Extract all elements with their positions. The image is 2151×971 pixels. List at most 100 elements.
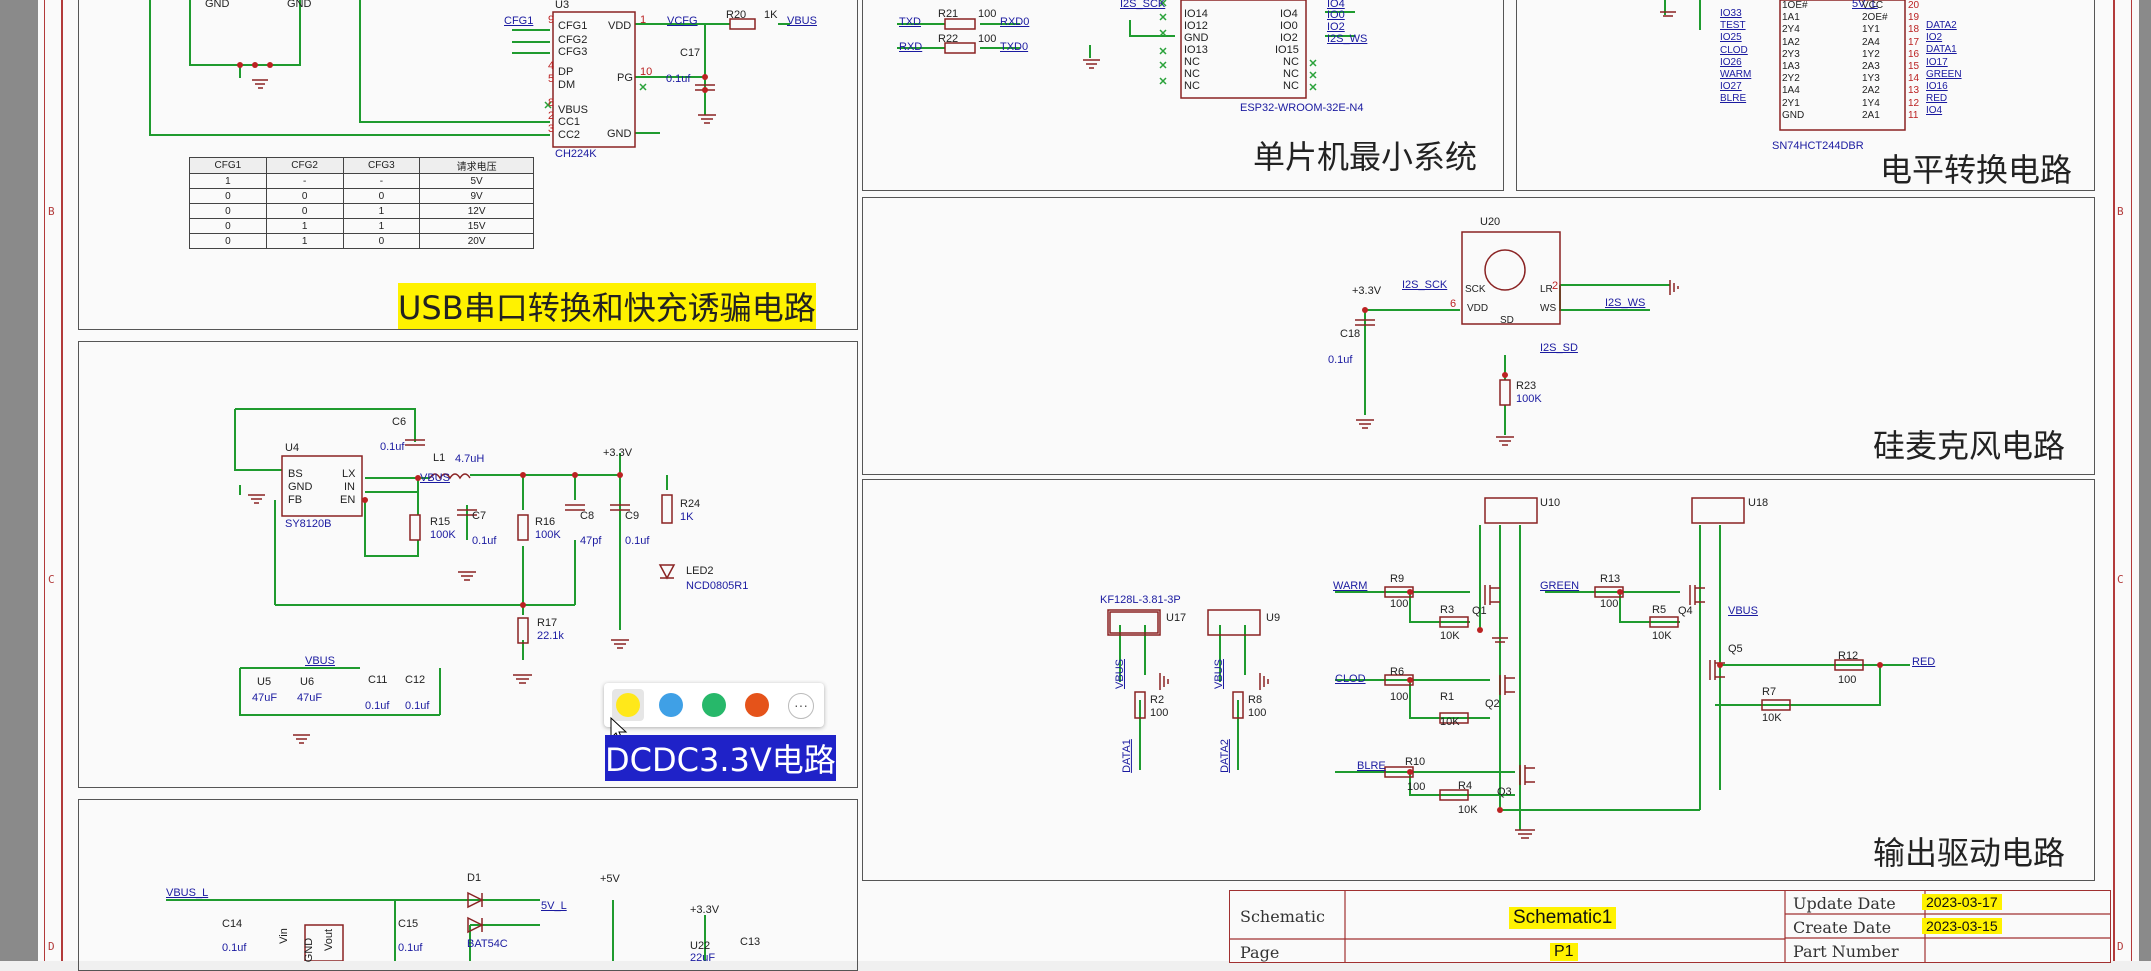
net-i2s-sck-mcu[interactable]: I2S_SCK	[1120, 0, 1166, 10]
c9-designator: C9	[625, 510, 640, 522]
panel-usb[interactable]	[78, 0, 858, 330]
u4-part-sy8120b: SY8120B	[285, 518, 332, 530]
more-options-button[interactable]: ···	[788, 693, 814, 719]
net-vbus-u9[interactable]: VBUS	[1212, 659, 1225, 689]
level-pin-right: 2OE#	[1862, 12, 1888, 24]
net-label[interactable]: IO4	[1926, 105, 1943, 117]
net-io4-mcu[interactable]: IO4	[1327, 0, 1345, 10]
net-i2s-sd-mic[interactable]: I2S_SD	[1540, 342, 1578, 354]
panel-title-output[interactable]: 输出驱动电路	[1873, 834, 2066, 872]
net-rxd[interactable]: RXD	[899, 41, 923, 53]
update-date-value[interactable]: 2023-03-17	[1922, 894, 2002, 910]
level-left-nets: IO33 TEST IO25 CLOD IO26 WARM IO27 BLRE	[1720, 8, 1751, 106]
color-swatch-yellow[interactable]	[616, 693, 640, 717]
net-label[interactable]: CLOD	[1720, 44, 1748, 56]
net-red[interactable]: RED	[1912, 656, 1936, 668]
u3-pin-num-5: 5	[548, 73, 555, 85]
net-clod[interactable]: CLOD	[1335, 673, 1366, 685]
net-5v[interactable]: +5V	[600, 873, 620, 885]
level-chip-part: SN74HCT244DBR	[1772, 140, 1864, 152]
net-label[interactable]: IO17	[1926, 56, 1948, 68]
net-label[interactable]: IO33	[1720, 8, 1742, 19]
level-right-nets: DATA2 IO2 DATA1 IO17 GREEN IO16 RED IO4	[1926, 20, 1962, 118]
cfg-cell: 20V	[419, 233, 534, 249]
net-i2s-ws-mic[interactable]: I2S_WS	[1605, 297, 1646, 309]
sheet-border-left	[44, 0, 63, 961]
net-vbus-dcdc[interactable]: VBUS	[420, 472, 450, 484]
c11-value: 0.1uf	[365, 700, 390, 712]
net-label[interactable]: BLRE	[1720, 93, 1747, 105]
net-label[interactable]: GREEN	[1926, 68, 1962, 80]
panel-level[interactable]	[1516, 0, 2095, 191]
net-label[interactable]: DATA2	[1926, 20, 1957, 31]
panel-title-level[interactable]: 电平转换电路	[1880, 151, 2073, 189]
c17-designator: C17	[680, 47, 701, 59]
net-label[interactable]: IO26	[1720, 56, 1742, 68]
net-label[interactable]: DATA1	[1926, 44, 1957, 56]
panel-output[interactable]	[862, 479, 2095, 881]
net-txd0[interactable]: TXD0	[1000, 41, 1029, 53]
color-swatch-orange[interactable]	[745, 693, 769, 717]
net-rxd0[interactable]: RXD0	[1000, 16, 1030, 28]
panel-dcdc[interactable]	[78, 341, 858, 788]
r22-designator: R22	[938, 33, 959, 45]
net-label[interactable]: WARM	[1720, 69, 1752, 81]
r1-designator: R1	[1440, 691, 1455, 703]
panel-mic[interactable]	[862, 197, 2095, 475]
net-vbus-u17[interactable]: VBUS	[1113, 659, 1126, 689]
panel-mcu[interactable]	[862, 0, 1504, 191]
pin-number: 14	[1908, 73, 1920, 85]
u3-pin-num-8: 8	[548, 97, 555, 109]
color-swatch-blue[interactable]	[659, 693, 683, 717]
color-swatch-green[interactable]	[702, 693, 726, 717]
c9-value: 0.1uf	[625, 535, 650, 547]
create-date-value[interactable]: 2023-03-15	[1922, 918, 2002, 934]
schematic-name-value[interactable]: Schematic1	[1509, 907, 1617, 929]
panel-title-dcdc[interactable]: DCDC3.3V电路	[605, 735, 836, 781]
pin-number: 13	[1908, 85, 1920, 97]
net-vbus-l[interactable]: VBUS_L	[166, 887, 209, 899]
l1-value: 4.7uH	[455, 453, 485, 465]
net-io2-mcu[interactable]: IO2	[1327, 21, 1345, 33]
u3-pin-num-2: 2	[548, 110, 555, 122]
net-cfg1[interactable]: CFG1	[504, 15, 534, 27]
panel-title-usb[interactable]: USB串口转换和快充诱骗电路	[398, 283, 816, 329]
r5-designator: R5	[1652, 604, 1667, 616]
net-label[interactable]: IO16	[1926, 81, 1948, 93]
panel-title-mcu[interactable]: 单片机最小系统	[1253, 138, 1478, 176]
esp-pin-nc: NC	[1283, 68, 1299, 80]
net-3v3-dcdc[interactable]: +3.3V	[603, 447, 633, 459]
net-i2s-sck-mic[interactable]: I2S_SCK	[1402, 279, 1448, 291]
net-data2[interactable]: DATA2	[1218, 739, 1231, 773]
net-vbus-caps[interactable]: VBUS	[305, 655, 335, 667]
panel-title-mic[interactable]: 硅麦克风电路	[1873, 427, 2066, 465]
net-txd[interactable]: TXD	[899, 16, 921, 28]
net-label[interactable]: IO2	[1926, 32, 1943, 44]
u20-designator: U20	[1480, 216, 1501, 228]
c6-value: 0.1uf	[380, 441, 405, 453]
window-right-margin	[2139, 0, 2151, 961]
net-5v-l[interactable]: 5V_L	[541, 900, 567, 912]
net-i2s-ws-mcu[interactable]: I2S_WS	[1327, 33, 1368, 45]
r10-value: 100	[1407, 781, 1426, 793]
net-blre[interactable]: BLRE	[1357, 760, 1386, 772]
pin-number: 17	[1908, 36, 1920, 48]
q2-designator: Q2	[1485, 698, 1500, 710]
net-label[interactable]: IO25	[1720, 32, 1742, 44]
net-vbus-output[interactable]: VBUS	[1728, 605, 1758, 617]
net-warm[interactable]: WARM	[1333, 580, 1368, 592]
net-data1[interactable]: DATA1	[1120, 739, 1133, 773]
net-3v3-bottom[interactable]: +3.3V	[690, 904, 720, 916]
net-label[interactable]: IO27	[1720, 81, 1742, 93]
net-3v3-mic[interactable]: +3.3V	[1352, 285, 1382, 297]
mic-pin-sck: SCK	[1465, 284, 1486, 295]
net-5v-l-level[interactable]: 5V_L	[1852, 0, 1878, 10]
net-green[interactable]: GREEN	[1540, 580, 1580, 592]
page-value[interactable]: P1	[1550, 943, 1578, 961]
net-io0-mcu[interactable]: IO0	[1327, 9, 1345, 21]
net-vbus-usb[interactable]: VBUS	[787, 15, 817, 27]
net-label[interactable]: TEST	[1720, 20, 1746, 32]
net-label[interactable]: RED	[1926, 93, 1948, 105]
net-vcfg[interactable]: VCFG	[667, 15, 698, 27]
r23-designator: R23	[1516, 380, 1537, 392]
